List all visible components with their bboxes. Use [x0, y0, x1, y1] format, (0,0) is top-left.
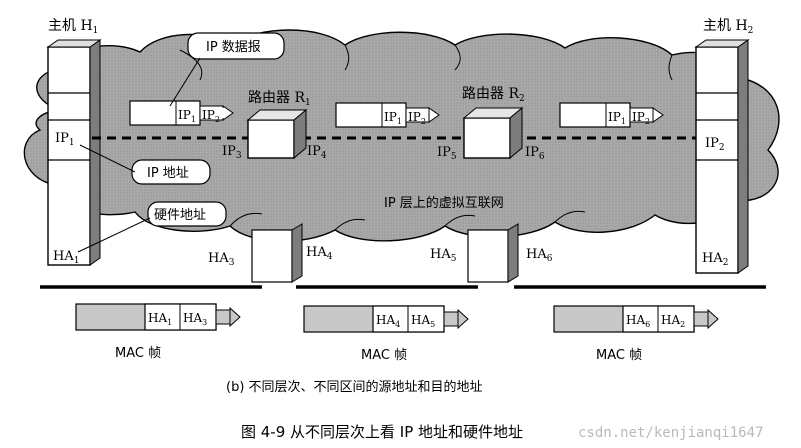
- host-h2-ha-label: HA2: [702, 251, 728, 268]
- ip-datagram-3-src: IP1: [608, 110, 626, 126]
- ip-datagram-2: [335, 102, 440, 128]
- ip-datagram-3-dst: IP2: [632, 110, 650, 126]
- ip-datagram-1: [129, 100, 234, 126]
- host-h2-ip-label: IP2: [705, 136, 725, 153]
- host-h1-ip-label: IP1: [55, 131, 75, 148]
- router-r2: [462, 106, 524, 283]
- mac-frame-1: [75, 303, 241, 331]
- router-r2-ha-left: HA5: [430, 247, 457, 264]
- router-r2-title: 路由器 R2: [462, 86, 525, 104]
- mac-frame-1-src: HA1: [148, 311, 172, 327]
- host-h2: [694, 39, 750, 274]
- ip-datagram-1-dst: IP2: [202, 108, 220, 124]
- mac-frame-2: [303, 305, 469, 333]
- router-r2-ip-left: IP5: [437, 145, 457, 162]
- ip-datagram-1-src: IP1: [178, 108, 196, 124]
- figure-caption: 图 4-9 从不同层次上看 IP 地址和硬件地址: [241, 423, 523, 441]
- cloud-label: IP 层上的虚拟互联网: [384, 195, 504, 211]
- mac-frame-1-dst: HA3: [183, 311, 207, 327]
- host-h1-title: 主机 H1: [48, 18, 98, 36]
- router-r2-ha-right: HA6: [526, 247, 553, 264]
- router-r1-ip-left: IP3: [222, 144, 242, 161]
- callout-hardware-address: [77, 201, 227, 253]
- mac-frame-2-src: HA4: [376, 313, 400, 329]
- router-r1-ha-left: HA3: [208, 251, 235, 268]
- mac-frame-1-label: MAC 帧: [115, 346, 161, 361]
- mac-frame-2-label: MAC 帧: [361, 348, 407, 363]
- callout-datagram: [169, 32, 285, 107]
- callout-datagram-text: IP 数据报: [206, 40, 261, 55]
- router-r1-ha-right: HA4: [306, 245, 333, 262]
- ip-datagram-3: [559, 102, 664, 128]
- mac-frame-3-dst: HA2: [661, 313, 685, 329]
- router-r1: [246, 108, 308, 283]
- watermark: csdn.net/kenjianqi1647: [578, 425, 763, 441]
- host-h2-title: 主机 H2: [703, 18, 753, 36]
- host-h1: [46, 39, 102, 266]
- subcaption: (b) 不同层次、不同区间的源地址和目的地址: [226, 379, 483, 395]
- ip-datagram-2-src: IP1: [384, 110, 402, 126]
- router-r2-ip-right: IP6: [525, 145, 545, 162]
- host-h1-ha-label: HA1: [53, 249, 79, 266]
- callout-ip-address-text: IP 地址: [147, 166, 189, 181]
- router-r1-title: 路由器 R1: [248, 90, 311, 108]
- mac-frame-2-dst: HA5: [411, 313, 435, 329]
- ip-datagram-2-dst: IP2: [408, 110, 426, 126]
- callout-hardware-address-text: 硬件地址: [154, 208, 206, 223]
- callout-ip-address: [79, 144, 211, 185]
- router-r1-ip-right: IP4: [307, 144, 327, 161]
- mac-frame-3-label: MAC 帧: [596, 348, 642, 363]
- mac-frame-3: [553, 305, 719, 333]
- mac-frame-3-src: HA6: [626, 313, 650, 329]
